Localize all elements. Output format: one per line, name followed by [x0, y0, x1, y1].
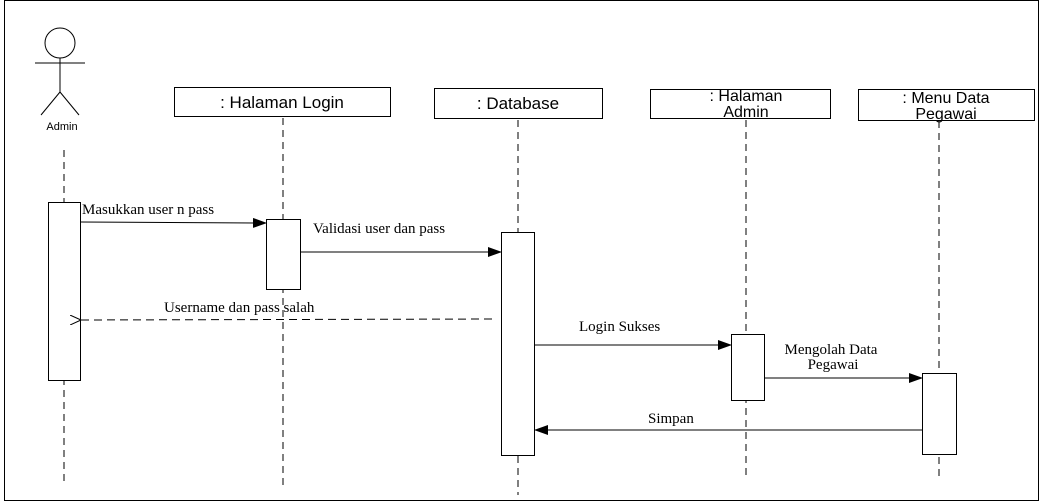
- lifeline-label-login: : Halaman Login: [220, 93, 344, 112]
- actor-leg-right: [59, 91, 80, 116]
- lifeline-box-halaman-admin: [650, 89, 831, 119]
- message-label-2: Validasi user dan pass: [313, 221, 445, 237]
- message-label-6: Simpan: [648, 411, 694, 427]
- lifeline-head-database: : Database: [434, 88, 603, 119]
- lifeline-label-halaman-admin-line1: : Halaman: [710, 88, 783, 105]
- actor-label: Admin: [46, 121, 77, 133]
- message-masukkan-user: Masukkan user n pass: [79, 202, 267, 228]
- lifeline-head-menu-data-pegawai: : Menu Data Pegawai: [858, 89, 1035, 123]
- message-login-sukses: Login Sukses: [535, 319, 732, 350]
- message-arrow-3: [81, 319, 496, 320]
- activation-actor: [48, 202, 81, 381]
- actor-head: [44, 27, 76, 59]
- lifeline-head-login: : Halaman Login: [174, 87, 391, 117]
- message-simpan: Simpan: [534, 411, 922, 435]
- activation-menu-data-pegawai: [922, 373, 957, 455]
- activation-halaman-admin: [731, 334, 765, 401]
- message-mengolah-data: Mengolah Data Pegawai: [765, 342, 923, 383]
- lifeline-box-menu-data-pegawai: [858, 89, 1035, 121]
- message-label-3: Username dan pass salah: [164, 300, 315, 316]
- message-arrow-1: [79, 217, 267, 228]
- lifeline-box-login: [174, 87, 391, 117]
- lifeline-head-halaman-admin: : Halaman Admin: [650, 88, 831, 121]
- lifeline-label-database: : Database: [477, 94, 559, 113]
- actor-leg-left: [40, 91, 61, 116]
- message-label-5-line2: Pegawai: [808, 357, 859, 373]
- lifeline-box-database: [434, 88, 603, 119]
- message-username-salah: Username dan pass salah: [81, 300, 496, 320]
- activation-login: [266, 219, 301, 290]
- message-label-4: Login Sukses: [579, 319, 660, 335]
- message-validasi-user: Validasi user dan pass: [300, 221, 502, 257]
- lifeline-label-halaman-admin-line2: Admin: [723, 104, 768, 121]
- actor-admin: Admin: [35, 27, 85, 133]
- message-label-1: Masukkan user n pass: [82, 202, 214, 218]
- message-label-5-line1: Mengolah Data: [785, 342, 878, 358]
- activation-database: [501, 232, 535, 456]
- lifeline-label-menu-line2: Pegawai: [915, 106, 976, 123]
- lifeline-label-menu-line1: : Menu Data: [902, 90, 989, 107]
